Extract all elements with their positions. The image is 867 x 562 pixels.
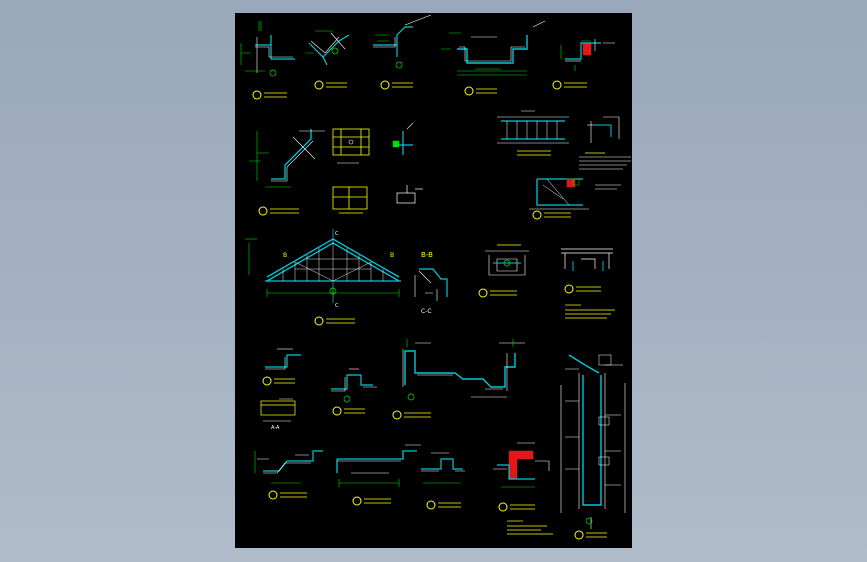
label-18 <box>392 410 431 420</box>
detail-14 <box>485 244 529 276</box>
detail-10 <box>396 185 423 204</box>
label-21 <box>426 500 461 510</box>
label-22 <box>498 502 535 512</box>
notes-block-22 <box>507 520 553 535</box>
label-14 <box>478 288 517 298</box>
label-16 <box>262 376 295 386</box>
label-17 <box>332 406 365 416</box>
label-5 <box>552 80 587 90</box>
drawing-sheet: B B C C B-B C-C <box>235 13 632 548</box>
detail-9 <box>332 186 368 214</box>
detail-8 <box>392 122 414 155</box>
detail-18 <box>402 339 525 401</box>
detail-22 <box>493 442 550 488</box>
detail-6 <box>249 129 325 188</box>
detail-13 <box>529 178 621 210</box>
label-20 <box>352 496 391 506</box>
label-roof <box>314 316 355 326</box>
detail-7 <box>332 128 370 164</box>
detail-2 <box>305 30 350 66</box>
section-bb-title: B-B <box>421 251 433 259</box>
detail-19 <box>254 450 323 484</box>
detail-5 <box>560 39 615 71</box>
detail-16 <box>265 348 301 370</box>
section-aa-title: A-A <box>271 425 280 431</box>
detail-12 <box>579 116 631 170</box>
roof-truss-elevation: B B C C <box>245 229 401 309</box>
label-1 <box>252 90 287 100</box>
roof-label-right: B <box>390 252 394 259</box>
detail-17 <box>331 368 377 403</box>
label-3 <box>380 80 413 90</box>
detail-21 <box>421 452 465 484</box>
label-15 <box>564 284 601 294</box>
roof-label-top: C <box>335 231 339 237</box>
detail-3 <box>373 14 432 69</box>
detail-1 <box>240 21 295 77</box>
detail-15 <box>561 248 613 271</box>
label-wall-column <box>574 530 607 540</box>
detail-11 <box>497 110 569 156</box>
label-19 <box>268 490 307 500</box>
section-bb: B-B C-C <box>414 251 448 315</box>
label-6 <box>258 206 299 216</box>
label-13 <box>532 210 571 220</box>
section-cc-title: C-C <box>421 308 432 315</box>
label-2 <box>314 80 347 90</box>
label-4 <box>464 86 497 96</box>
detail-20 <box>336 444 421 487</box>
section-aa: A-A <box>260 398 296 431</box>
detail-4 <box>441 20 546 76</box>
roof-label-left: B <box>283 252 287 259</box>
notes-block-15 <box>565 304 615 319</box>
roof-label-bottom: C <box>335 303 339 309</box>
detail-wall-column <box>560 354 626 529</box>
